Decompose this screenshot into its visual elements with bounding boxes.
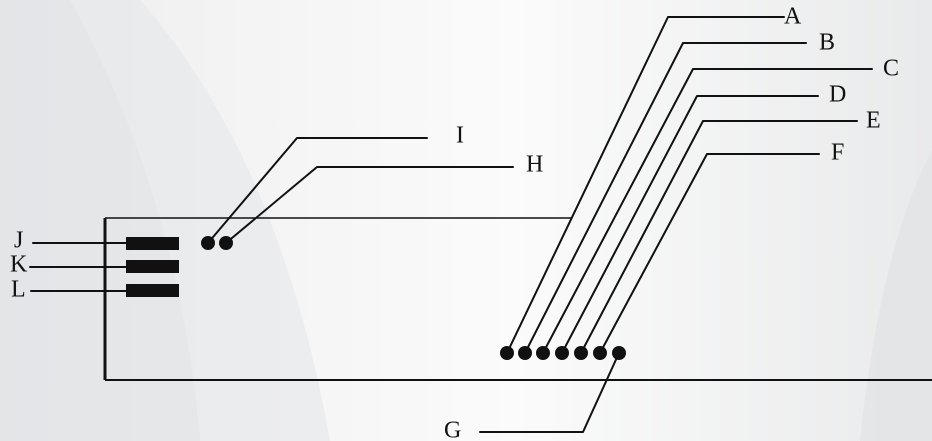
label-g: G: [444, 418, 461, 441]
label-a: A: [784, 4, 802, 30]
label-l: L: [11, 277, 26, 303]
label-b: B: [819, 30, 835, 56]
label-f: F: [831, 140, 844, 166]
leader-h: [225, 166, 514, 244]
leader-d: [561, 95, 819, 354]
background-shape-left: [0, 0, 330, 441]
label-i: I: [456, 123, 464, 149]
pad-k: [126, 260, 179, 273]
leader-c: [542, 68, 873, 354]
label-d: D: [829, 82, 846, 108]
label-j: J: [14, 228, 23, 254]
pad-l: [126, 284, 179, 297]
label-h: H: [526, 152, 543, 178]
pad-j: [126, 237, 179, 250]
leader-b: [524, 42, 807, 354]
background-shape-right: [860, 150, 932, 441]
background-shape-left-inner: [0, 0, 200, 441]
leader-g: [479, 352, 620, 433]
label-e: E: [866, 108, 881, 134]
label-k: K: [10, 252, 28, 278]
leader-a: [506, 16, 785, 354]
label-c: C: [883, 56, 899, 82]
leader-i: [207, 137, 428, 244]
leader-e: [580, 120, 858, 354]
leader-f: [599, 153, 820, 354]
